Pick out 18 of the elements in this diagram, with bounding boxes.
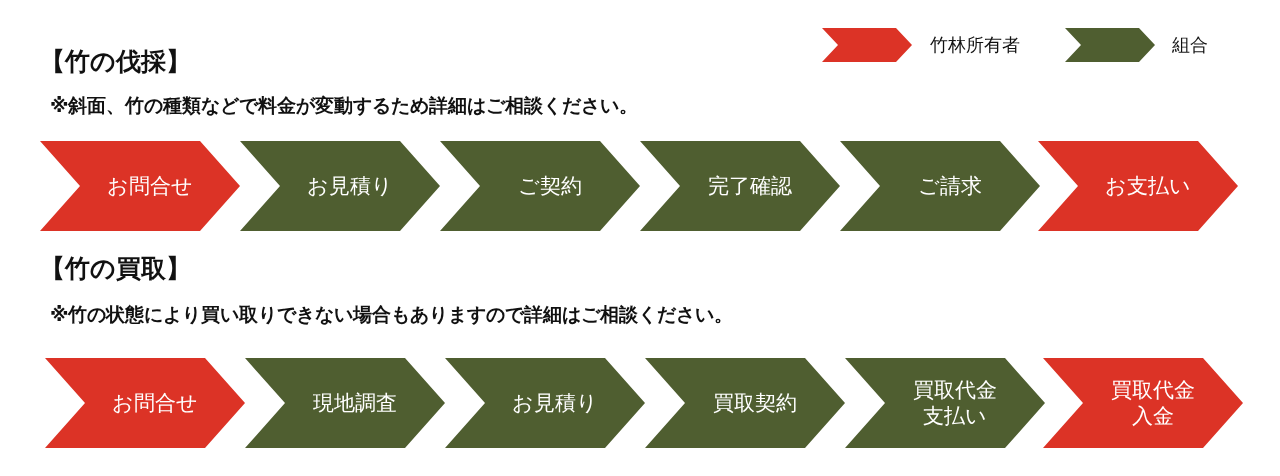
legend-label: 竹林所有者 [930,33,1020,57]
chevron-step: お見積り [445,358,645,448]
chevron-step: お問合せ [45,358,245,448]
chevron-step: 現地調査 [245,358,445,448]
section-heading: 【竹の買取】 [40,253,191,285]
chevron-step: 買取代金入金 [1043,358,1243,448]
note-text: ※竹の状態により買い取りできない場合もありますので詳細はご相談ください。 [50,302,734,327]
chevron-step: 買取契約 [645,358,845,448]
chevron-step: 買取代金支払い [845,358,1045,448]
chevron-step: お問合せ [40,141,240,231]
chevron-step: 完了確認 [640,141,840,231]
legend-label: 組合 [1172,33,1208,57]
chevron-step: お支払い [1038,141,1238,231]
chevron-step: ご請求 [840,141,1040,231]
note-text: ※斜面、竹の種類などで料金が変動するため詳細はご相談ください。 [50,93,639,118]
section-heading: 【竹の伐採】 [40,46,191,78]
chevron-step: ご契約 [440,141,640,231]
chevron-step: お見積り [240,141,440,231]
